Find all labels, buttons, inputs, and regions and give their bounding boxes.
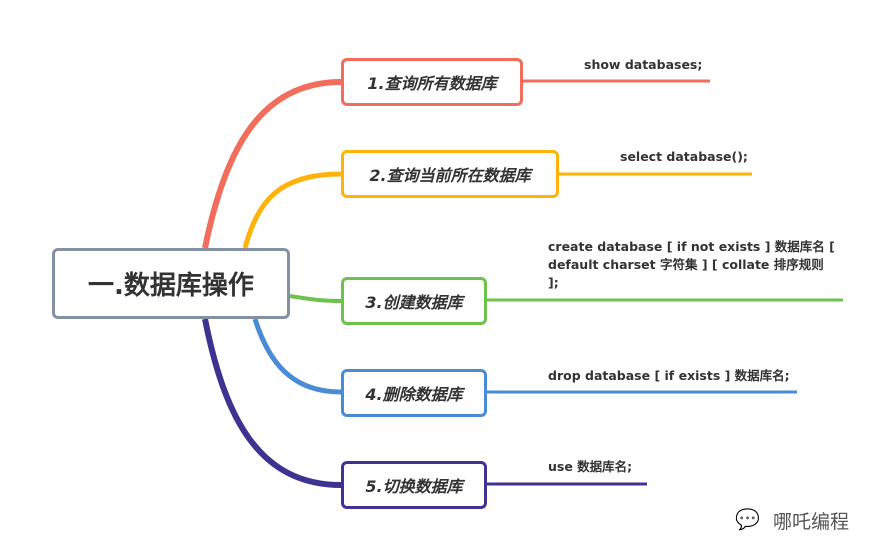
root-node[interactable]: 一.数据库操作 [52,248,290,319]
branch-node-2[interactable]: 2.查询当前所在数据库 [341,150,559,198]
wechat-icon: 💬 [735,507,760,531]
note-1[interactable]: show databases; [584,57,703,72]
note-2[interactable]: select database(); [620,149,748,164]
branch-node-5[interactable]: 5.切换数据库 [341,461,487,509]
branch-node-3[interactable]: 3.创建数据库 [341,277,487,325]
branch-4-connector [252,318,342,395]
branch-node-1[interactable]: 1.查询所有数据库 [341,58,523,106]
branch-5-connector [202,318,342,488]
branch-3-connector [289,294,342,303]
branch-node-4[interactable]: 4.删除数据库 [341,369,487,417]
watermark: 哪吒编程 [773,511,850,533]
note-4[interactable]: drop database [ if exists ] 数据库名; [548,368,790,383]
note-5[interactable]: use 数据库名; [548,459,633,474]
branch-1-connector [202,79,342,249]
branch-2-connector [242,171,342,249]
note-3[interactable]: create database [ if not exists ] 数据库名 [… [548,239,835,290]
